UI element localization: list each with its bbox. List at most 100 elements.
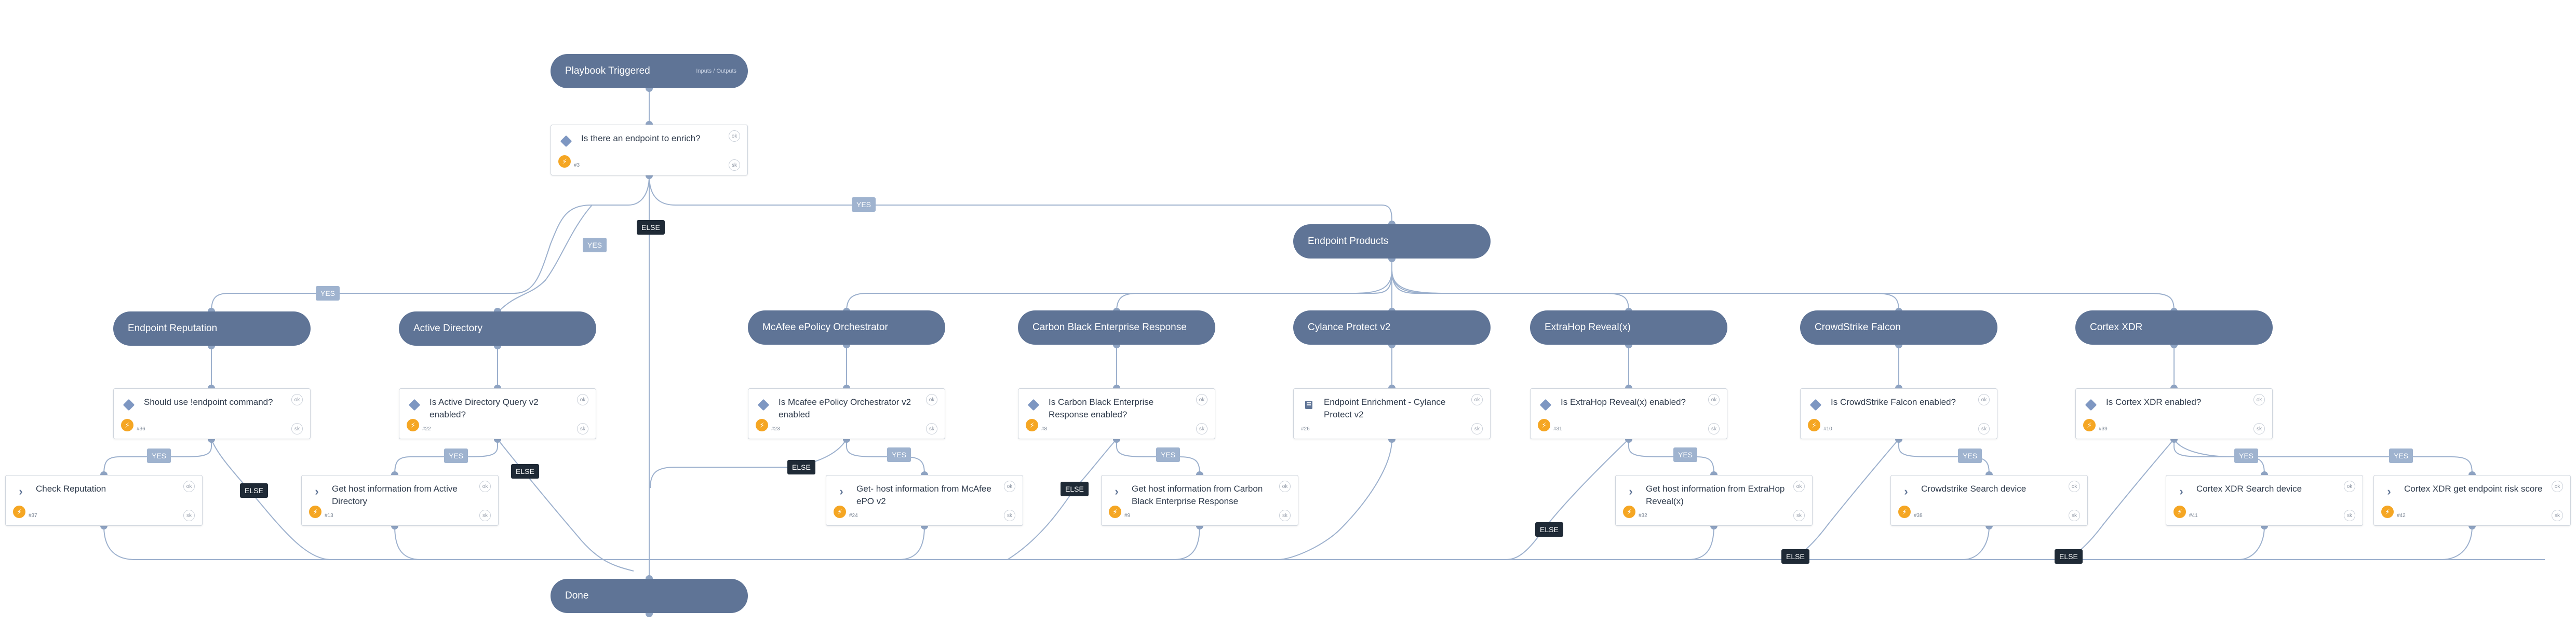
else-label: ELSE <box>1535 522 1563 537</box>
task-cortex-risk-score[interactable]: › Cortex XDR get endpoint risk score ⚡ #… <box>2373 475 2571 526</box>
skip-badge: sk <box>2069 510 2080 521</box>
task-id: #26 <box>1301 426 1310 432</box>
lightning-bolt-icon: ⚡ <box>1026 419 1038 431</box>
task-title: Is there an endpoint to enrich? <box>581 133 701 143</box>
chevron-right-icon: › <box>2179 485 2183 498</box>
task-should-use-endpoint[interactable]: Should use !endpoint command? ⚡ #36 ok s… <box>113 388 311 439</box>
diamond-icon <box>122 398 136 412</box>
task-get-host-ad[interactable]: › Get host information from Active Direc… <box>301 475 499 526</box>
ok-badge: ok <box>1471 394 1483 405</box>
ok-badge: ok <box>183 481 195 492</box>
ok-badge: ok <box>291 394 303 405</box>
task-is-ad-enabled[interactable]: Is Active Directory Query v2 enabled? ⚡ … <box>399 388 596 439</box>
task-title: Should use !endpoint command? <box>144 397 273 407</box>
section-crowdstrike[interactable]: CrowdStrike Falcon <box>1800 310 1997 345</box>
ok-badge: ok <box>1196 394 1208 405</box>
task-get-host-mcafee[interactable]: › Get- host information from McAfee ePO … <box>826 475 1023 526</box>
section-label: Cylance Protect v2 <box>1308 322 1391 333</box>
yes-label: YES <box>444 449 468 463</box>
section-extrahop[interactable]: ExtraHop Reveal(x) <box>1530 310 1727 345</box>
ok-badge: ok <box>1793 481 1805 492</box>
diamond-icon <box>757 398 770 412</box>
diamond-icon <box>1027 398 1040 412</box>
section-carbon-black[interactable]: Carbon Black Enterprise Response <box>1018 310 1215 345</box>
diamond-icon <box>408 398 421 412</box>
skip-badge: sk <box>577 423 588 434</box>
task-id: #42 <box>2397 513 2406 519</box>
section-active-directory[interactable]: Active Directory <box>399 311 596 346</box>
task-is-there-endpoint[interactable]: Is there an endpoint to enrich? ⚡ #3 ok … <box>551 125 748 175</box>
section-done[interactable]: Done <box>551 579 748 613</box>
task-title: Crowdstrike Search device <box>1921 484 2027 494</box>
task-title: Cortex XDR get endpoint risk score <box>2404 484 2543 494</box>
ok-badge: ok <box>577 394 588 405</box>
lightning-bolt-icon: ⚡ <box>121 419 133 431</box>
else-label: ELSE <box>787 460 815 474</box>
task-is-mcafee-enabled[interactable]: Is Mcafee ePolicy Orchestrator v2 enable… <box>748 388 945 439</box>
chevron-right-icon: › <box>839 485 843 498</box>
yes-label: YES <box>316 286 340 301</box>
task-is-carbon-black-enabled[interactable]: Is Carbon Black Enterprise Response enab… <box>1018 388 1215 439</box>
yes-label: YES <box>887 447 911 462</box>
section-label: Done <box>565 590 589 601</box>
task-get-host-carbon-black[interactable]: › Get host information from Carbon Black… <box>1101 475 1298 526</box>
chevron-right-icon: › <box>19 485 23 498</box>
task-title: Cortex XDR Search device <box>2196 484 2302 494</box>
task-is-extrahop-enabled[interactable]: Is ExtraHop Reveal(x) enabled? ⚡ #31 ok … <box>1530 388 1727 439</box>
task-id: #36 <box>137 426 145 432</box>
task-id: #37 <box>29 513 37 519</box>
skip-badge: sk <box>729 159 740 171</box>
yes-label: YES <box>583 238 607 252</box>
task-title: Is CrowdStrike Falcon enabled? <box>1831 397 1956 407</box>
else-label: ELSE <box>1781 549 1809 564</box>
ok-badge: ok <box>2069 481 2080 492</box>
lightning-bolt-icon: ⚡ <box>1898 506 1911 518</box>
section-label: Endpoint Products <box>1308 236 1389 247</box>
skip-badge: sk <box>291 423 303 434</box>
task-is-cortex-enabled[interactable]: Is Cortex XDR enabled? ⚡ #39 ok sk <box>2075 388 2273 439</box>
task-title: Get host information from Active Directo… <box>332 484 458 506</box>
task-check-reputation[interactable]: › Check Reputation ⚡ #37 ok sk <box>5 475 203 526</box>
skip-badge: sk <box>1279 510 1291 521</box>
task-id: #13 <box>325 513 333 519</box>
lightning-bolt-icon: ⚡ <box>2083 419 2096 431</box>
lightning-bolt-icon: ⚡ <box>1538 419 1550 431</box>
lightning-bolt-icon: ⚡ <box>2174 506 2186 518</box>
yes-label: YES <box>2389 449 2413 463</box>
task-title: Is ExtraHop Reveal(x) enabled? <box>1561 397 1686 407</box>
skip-badge: sk <box>2344 510 2355 521</box>
inputs-outputs-link[interactable]: Inputs / Outputs <box>696 68 736 74</box>
task-cortex-search[interactable]: › Cortex XDR Search device ⚡ #41 ok sk <box>2166 475 2363 526</box>
task-get-host-extrahop[interactable]: › Get host information from ExtraHop Rev… <box>1615 475 1813 526</box>
task-id: #38 <box>1914 513 1923 519</box>
ok-badge: ok <box>1004 481 1015 492</box>
task-id: #10 <box>1823 426 1832 432</box>
skip-badge: sk <box>1978 423 1990 434</box>
chevron-right-icon: › <box>1629 485 1633 498</box>
task-title: Check Reputation <box>36 484 106 494</box>
task-id: #8 <box>1041 426 1048 432</box>
lightning-bolt-icon: ⚡ <box>13 506 25 518</box>
task-title: Is Active Directory Query v2 enabled? <box>430 397 539 419</box>
section-endpoint-products[interactable]: Endpoint Products <box>1293 224 1491 259</box>
ok-badge: ok <box>479 481 491 492</box>
section-label: ExtraHop Reveal(x) <box>1545 322 1631 333</box>
task-cylance-enrichment[interactable]: Endpoint Enrichment - Cylance Protect v2… <box>1293 388 1491 439</box>
skip-badge: sk <box>183 510 195 521</box>
section-playbook-triggered[interactable]: Playbook Triggered Inputs / Outputs <box>551 54 748 88</box>
task-id: #22 <box>422 426 431 432</box>
section-label: CrowdStrike Falcon <box>1815 322 1901 333</box>
task-title: Is Mcafee ePolicy Orchestrator v2 enable… <box>779 397 911 419</box>
yes-label: YES <box>1156 447 1180 462</box>
diamond-icon <box>1539 398 1552 412</box>
lightning-bolt-icon: ⚡ <box>558 155 571 168</box>
task-id: #32 <box>1639 513 1647 519</box>
task-is-crowdstrike-enabled[interactable]: Is CrowdStrike Falcon enabled? ⚡ #10 ok … <box>1800 388 1997 439</box>
section-mcafee[interactable]: McAfee ePolicy Orchestrator <box>748 310 945 345</box>
section-label: Cortex XDR <box>2090 322 2143 333</box>
task-id: #39 <box>2099 426 2108 432</box>
task-crowdstrike-search[interactable]: › Crowdstrike Search device ⚡ #38 ok sk <box>1890 475 2088 526</box>
section-endpoint-reputation[interactable]: Endpoint Reputation <box>113 311 311 346</box>
section-cylance[interactable]: Cylance Protect v2 <box>1293 310 1491 345</box>
section-cortex-xdr[interactable]: Cortex XDR <box>2075 310 2273 345</box>
